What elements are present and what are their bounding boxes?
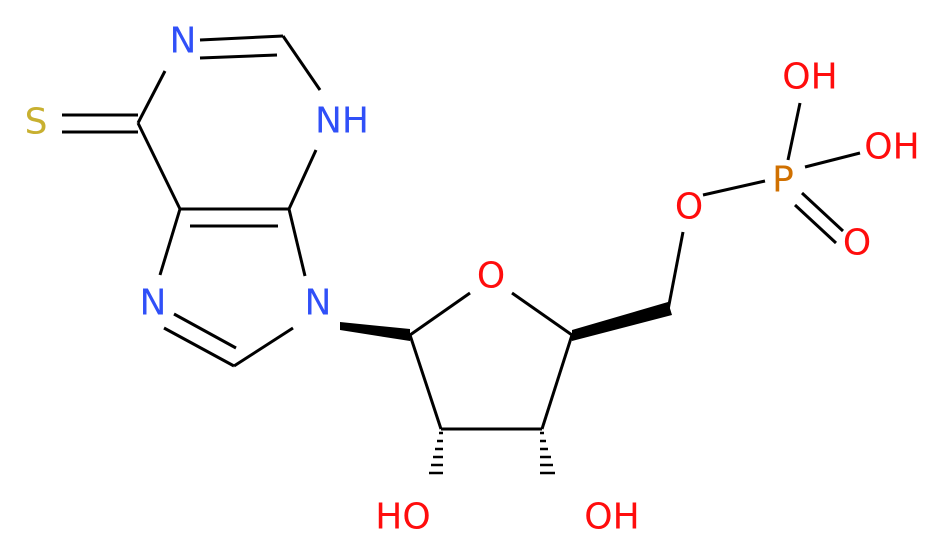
- bond-c2-n3: [281, 35, 322, 91]
- wedge-n9-c1prime: [340, 322, 410, 341]
- wedge-c4-c5prime: [572, 302, 672, 341]
- bond-c5-n7: [158, 208, 182, 276]
- bond-c1-oring: [409, 291, 471, 337]
- bond-n7-c8: [163, 326, 235, 368]
- imidazole-ring-bonds: [158, 208, 307, 368]
- bond-c2-c1: [408, 334, 443, 430]
- bond-o5-p: [702, 179, 766, 197]
- atom-n1-label: N: [170, 21, 197, 62]
- bond-c6-n1: [136, 70, 167, 124]
- hash-c3-oh: [540, 431, 555, 475]
- bond-p-oh1: [786, 102, 802, 161]
- atom-n9-label: N: [305, 283, 332, 324]
- atom-ring-oxygen-label: O: [477, 256, 505, 297]
- bond-n7-c8-double: [173, 312, 237, 350]
- bond-oring-c4: [511, 291, 573, 337]
- atom-nh3-label: NH: [315, 101, 369, 142]
- atom-phosphate-hydroxyl-2-label: OH: [864, 127, 919, 168]
- bond-n1-c2: [199, 34, 284, 42]
- pyrimidine-ring-bonds: [136, 34, 322, 228]
- bond-c4-c3: [540, 334, 574, 430]
- atom-s-label: S: [25, 102, 48, 143]
- atom-2prime-hydroxyl-label: HO: [375, 497, 430, 538]
- atom-n7-label: N: [140, 283, 167, 324]
- ribose-ring-bonds: [408, 291, 574, 431]
- bond-n3-c4: [287, 149, 318, 210]
- bond-c5-o5: [666, 231, 685, 311]
- bond-p-o-double: [793, 203, 838, 245]
- atom-o5prime-label: O: [675, 187, 703, 228]
- bond-c8-n9: [233, 326, 294, 368]
- bond-p-o: [800, 191, 845, 233]
- atom-phosphate-hydroxyl-1-label: OH: [782, 57, 837, 98]
- bond-n9-c4: [287, 208, 307, 277]
- thione-bond: [62, 113, 138, 134]
- bond-p-oh2: [804, 151, 861, 169]
- hash-c2-oh: [429, 431, 443, 475]
- bond-c5-c6: [136, 122, 182, 210]
- atom-3prime-hydroxyl-label: OH: [584, 497, 639, 538]
- atom-phosphate-oxygen-label: O: [843, 223, 871, 264]
- atom-phosphorus-label: P: [772, 160, 794, 201]
- bond-n1-c2-double: [199, 53, 278, 60]
